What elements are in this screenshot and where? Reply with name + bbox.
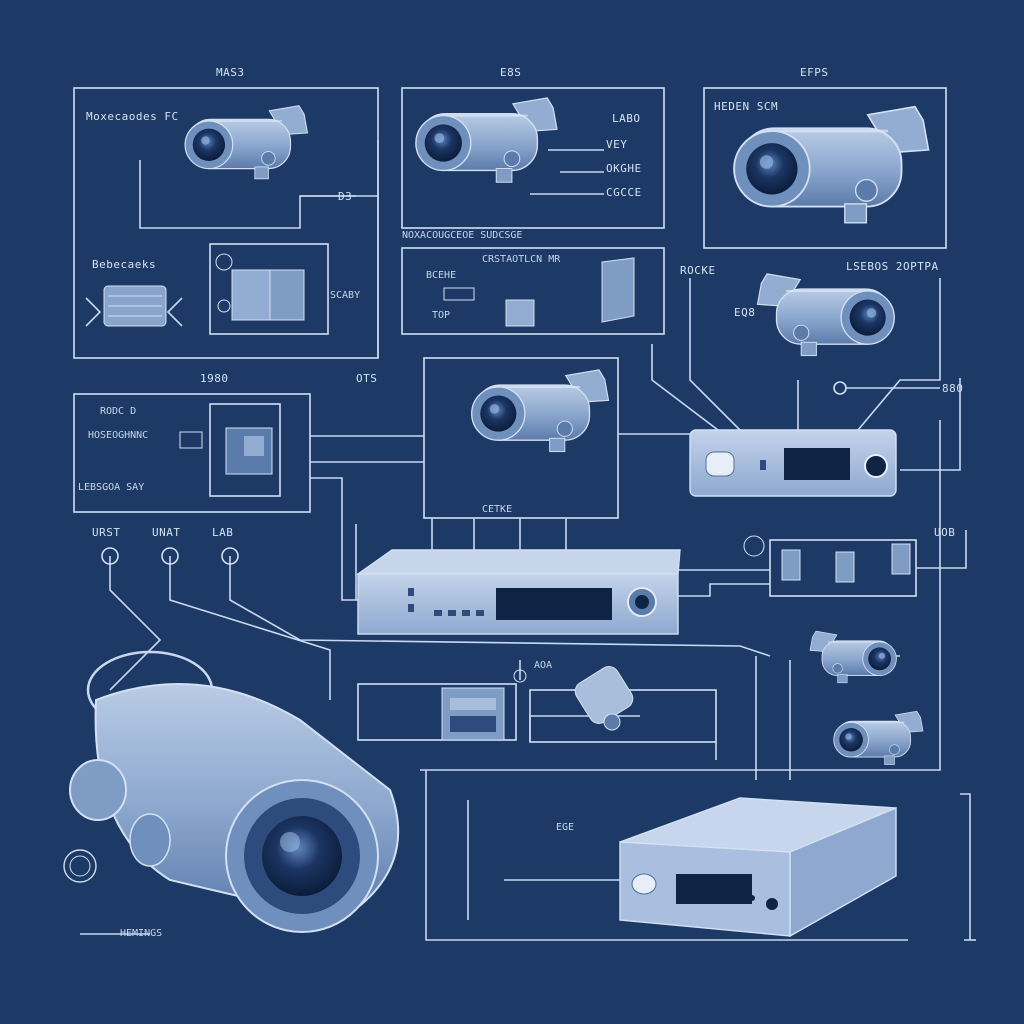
- camera-small-right-1: [809, 630, 898, 684]
- camera-top-middle: [414, 96, 558, 184]
- label-port-b: UNAT: [152, 526, 181, 539]
- label-bottom-left: HEMINGS: [120, 928, 162, 939]
- camera-top-left: [184, 104, 309, 180]
- label-panel1-title: Moxecaodes FC: [86, 110, 179, 123]
- panel-frame-controller: [401, 247, 665, 335]
- panel-frame-center-camera: [423, 357, 619, 519]
- wiring: [80, 140, 976, 941]
- label-panel1-sub: Bebecaeks: [92, 258, 156, 271]
- label-mid-right: OTS: [356, 372, 377, 385]
- dvr-recorder-bottom-right: [619, 797, 897, 938]
- panel-frame-top-right: [703, 87, 947, 249]
- camera-right-mid: [756, 272, 896, 357]
- label-panel1-tag: D3: [338, 190, 352, 203]
- relay-board-right: [743, 535, 911, 583]
- camera-center: [470, 368, 610, 453]
- label-left-a: RODC D: [100, 406, 136, 417]
- label-left-c: LEBSGOA SAY: [78, 482, 144, 493]
- label-top-left: MAS3: [216, 66, 245, 79]
- label-top-right: EFPS: [800, 66, 829, 79]
- panel-frame-top-middle: [401, 87, 665, 229]
- label-left-b: HOSEOGHNNC: [88, 430, 148, 441]
- label-port-c: LAB: [212, 526, 233, 539]
- camera-large-bottom-left: [69, 650, 400, 933]
- switch-module-left-mid: [179, 427, 273, 475]
- dome-camera-lower: [574, 666, 634, 731]
- panel-frame-sub-module: [209, 243, 329, 335]
- label-right-b: LSEBOS 2OPTPA: [846, 260, 939, 273]
- label-top-mid: E8S: [500, 66, 521, 79]
- label-right-c: EQ8: [734, 306, 755, 319]
- label-right-a: ROCKE: [680, 264, 716, 277]
- controller-chip: [443, 257, 635, 327]
- label-panel2-d: CGCCE: [606, 186, 642, 199]
- control-board-lower: [441, 669, 527, 741]
- label-panel4-a: BCEHE: [426, 270, 456, 281]
- label-mid-small: AOA: [534, 660, 552, 671]
- dvr-recorder-right: [689, 429, 897, 497]
- panel-frame-left-mid: [73, 393, 311, 513]
- label-panel2-c: OKGHE: [606, 162, 642, 175]
- label-panel4-b: CRSTAOTLCN MR: [482, 254, 561, 265]
- camera-top-right: [732, 105, 930, 225]
- camera-small-right-2: [833, 710, 924, 766]
- label-port-d: UOB: [934, 526, 955, 539]
- label-panel3-title: HEDEN SCM: [714, 100, 778, 113]
- label-dvr-side: EGE: [556, 822, 574, 833]
- label-center-caption: CETKE: [482, 504, 512, 515]
- label-right-d: 880: [942, 382, 963, 395]
- label-panel2-b: VEY: [606, 138, 627, 151]
- port-connectors: [63, 381, 847, 883]
- panel-frame-lower-center: [357, 683, 517, 741]
- label-panel1-module: SCABY: [330, 290, 360, 301]
- label-panel2-a: LABO: [612, 112, 641, 125]
- label-panel4-c: TOP: [432, 310, 450, 321]
- label-panel4-title: NOXACOUGCEOE SUDCSGE: [402, 230, 522, 241]
- junction-module-top-left: [215, 253, 305, 321]
- label-port-a: URST: [92, 526, 121, 539]
- nvr-recorder-center: [355, 549, 681, 635]
- label-mid-left: 1980: [200, 372, 229, 385]
- power-module-left: [85, 285, 183, 327]
- panel-frame-left-mid-inner: [209, 403, 281, 497]
